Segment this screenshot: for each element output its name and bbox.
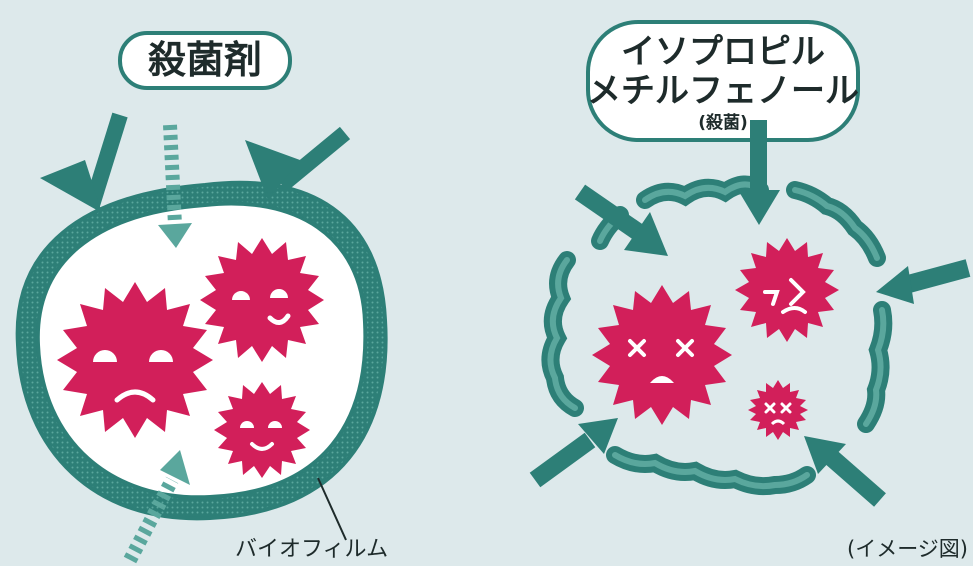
arrow-lower-right: [804, 436, 886, 507]
dashed-arrow-top: [158, 124, 192, 248]
ipmp-title-line1: イソプロピル: [621, 32, 825, 72]
biofilm-pointer: [317, 477, 347, 541]
right-panel: イソプロピル メチルフェノール (殺菌): [529, 20, 971, 561]
arrow-right: [876, 259, 971, 304]
arrow-top: [738, 120, 780, 225]
ipmp-subtitle: (殺菌): [698, 112, 748, 133]
sterilizer-title-bubble: 殺菌剤: [118, 31, 292, 90]
left-panel: 殺菌剤: [15, 31, 388, 564]
bounced-arrow-right: [245, 126, 351, 200]
germ-dead-small: [748, 380, 808, 440]
ipmp-title-bubble: イソプロピル メチルフェノール (殺菌): [586, 20, 860, 142]
biofilm-label: バイオフィルム: [235, 537, 388, 562]
germ-large-sad: [57, 282, 213, 438]
sterilizer-title: 殺菌剤: [148, 38, 262, 82]
germ-mid-grin: [200, 238, 324, 362]
broken-biofilm: [541, 175, 893, 496]
germ-small-smile: [214, 382, 310, 478]
arrow-lower-left: [529, 418, 618, 488]
dashed-arrow-bottom: [123, 450, 190, 564]
ipmp-title-line2: メチルフェノール: [587, 71, 859, 111]
germ-dead-large: [592, 285, 732, 425]
bounced-arrow-left: [40, 112, 128, 213]
arrow-upper-left: [574, 184, 668, 256]
image-note: (イメージ図): [847, 537, 968, 561]
germ-dead-upper: [735, 238, 839, 342]
